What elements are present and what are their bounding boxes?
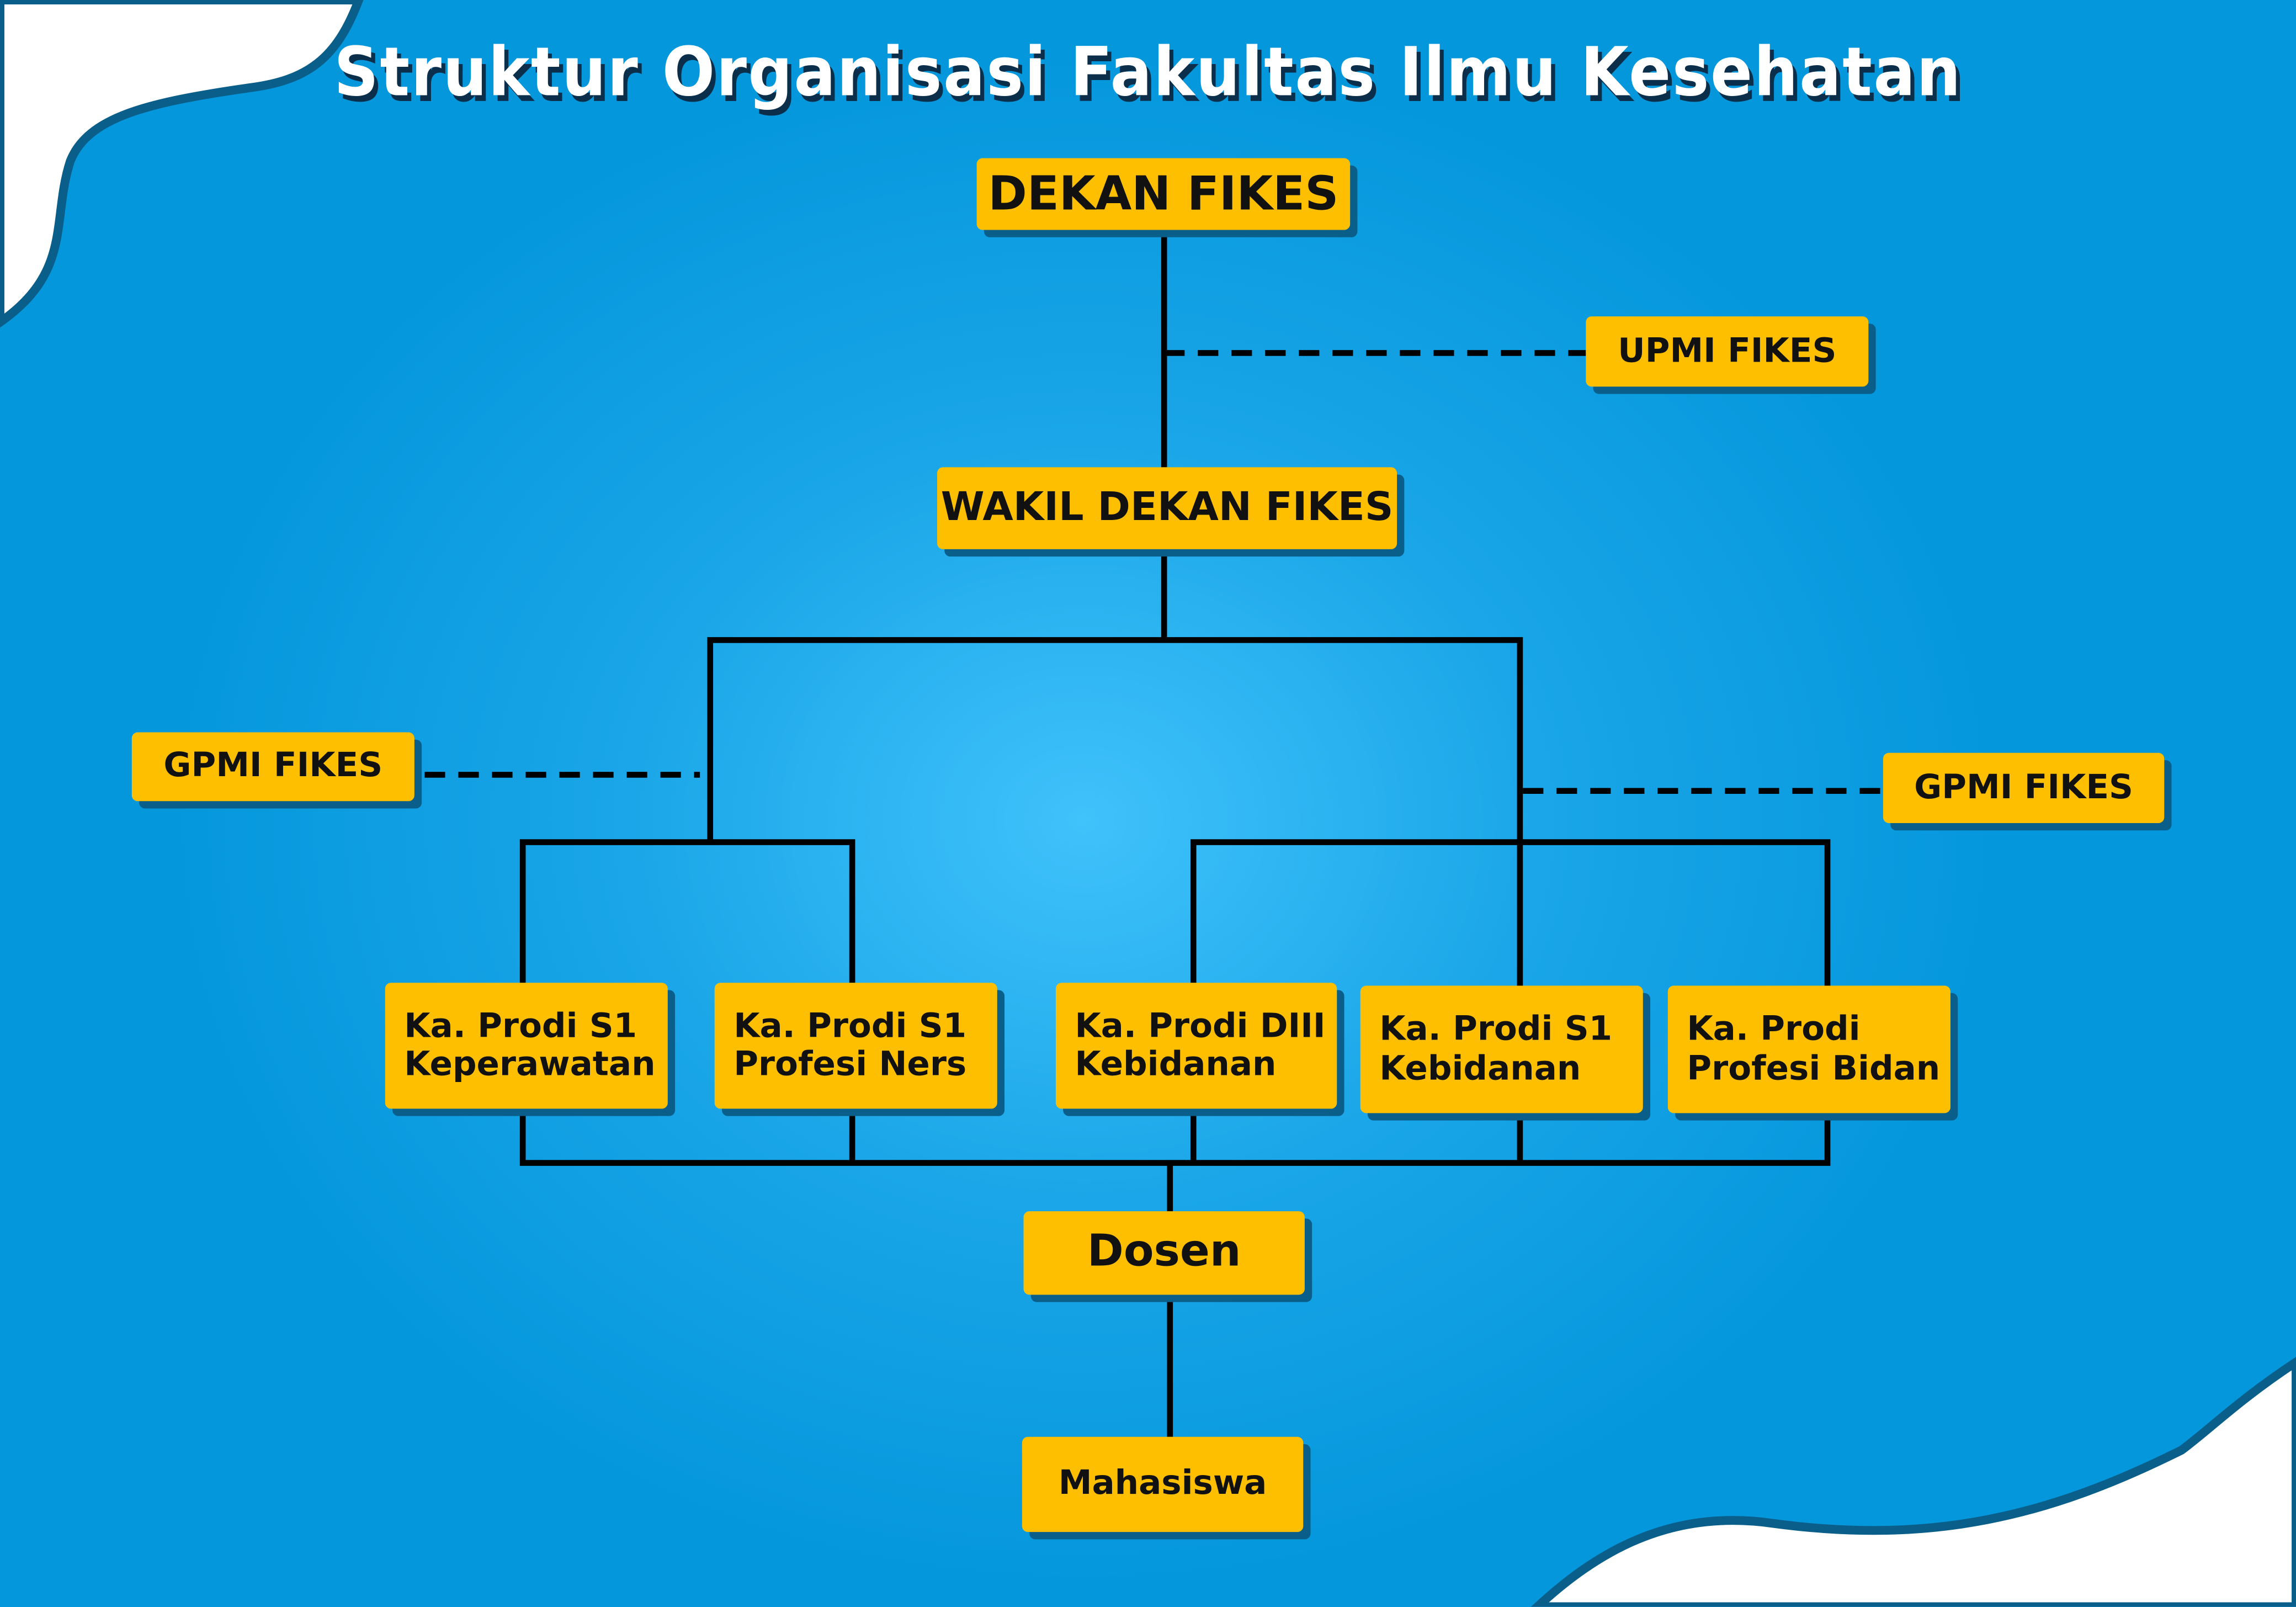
node-prodi-diii-kebidanan: Ka. Prodi DIII Kebidanan [1055,983,1337,1109]
node-wakil-dekan: WAKIL DEKAN FIKES [937,467,1397,549]
node-label: DEKAN FIKES [988,166,1339,221]
node-label: Ka. Prodi S1 Keperawatan [404,1007,656,1084]
node-prodi-s1-keperawatan: Ka. Prodi S1 Keperawatan [385,983,668,1109]
top-left-blob [0,0,364,328]
node-prodi-s1-profesi-ners: Ka. Prodi S1 Profesi Ners [714,983,997,1109]
line-branch-top [707,637,1523,986]
node-label: Ka. Prodi S1 Kebidanan [1379,1010,1613,1088]
node-label: WAKIL DEKAN FIKES [940,485,1394,531]
node-dekan: DEKAN FIKES [976,158,1351,230]
line-branch-left [519,839,855,983]
node-mahasiswa: Mahasiswa [1022,1436,1304,1532]
line-branch-right [1190,839,1831,986]
node-gpmi-left: GPMI FIKES [131,732,414,802]
node-label: UPMI FIKES [1618,332,1837,370]
node-label: Ka. Prodi S1 Profesi Ners [734,1007,967,1084]
node-gpmi-right: GPMI FIKES [1883,752,2165,824]
node-prodi-profesi-bidan: Ka. Prodi Profesi Bidan [1667,985,1950,1113]
node-prodi-s1-kebidanan: Ka. Prodi S1 Kebidanan [1360,985,1643,1113]
node-label: Ka. Prodi Profesi Bidan [1687,1010,1941,1088]
page-title: Struktur Organisasi Fakultas Ilmu Keseha… [334,32,1962,112]
node-label: Mahasiswa [1058,1465,1267,1503]
bottom-right-blob [1531,1356,2296,1607]
line-bottom-bus [519,1109,1831,1166]
node-upmi: UPMI FIKES [1586,316,1869,387]
node-label: GPMI FIKES [163,747,383,786]
node-dosen: Dosen [1023,1211,1305,1295]
node-label: Ka. Prodi DIII Kebidanan [1075,1007,1326,1084]
node-label: GPMI FIKES [1914,768,2133,807]
node-label: Dosen [1087,1226,1241,1278]
